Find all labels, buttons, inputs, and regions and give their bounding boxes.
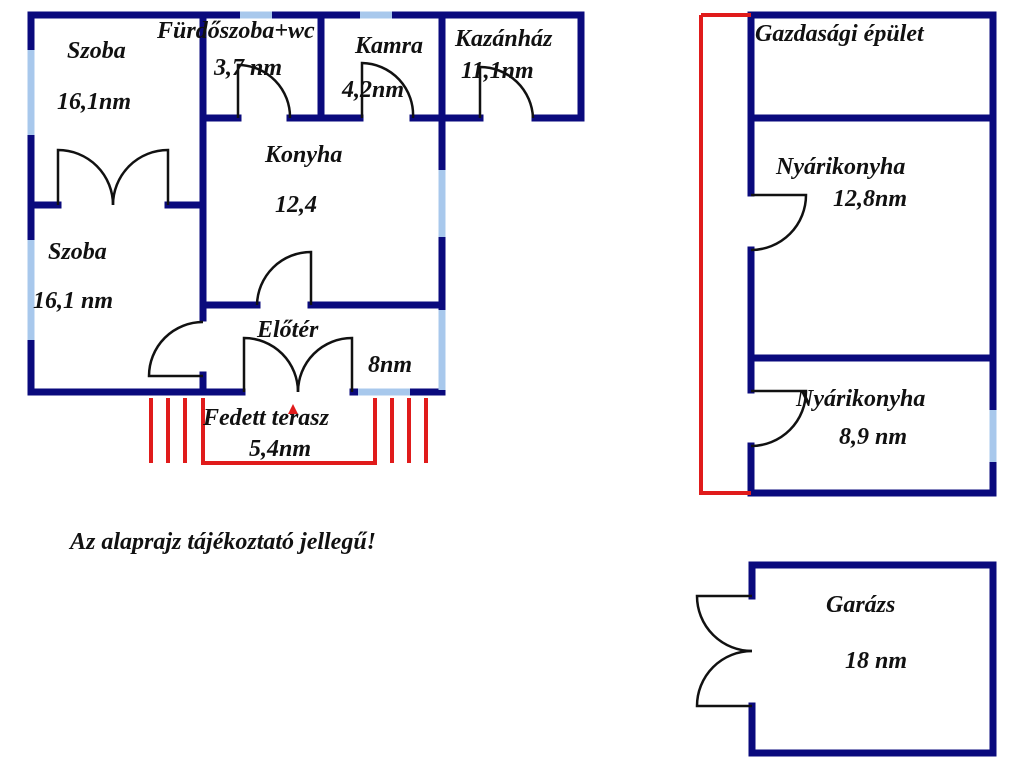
room-area: 12,4 xyxy=(275,192,317,218)
door xyxy=(750,193,808,252)
room-name: Szoba xyxy=(67,38,126,64)
room-name: Kazánház xyxy=(454,26,553,52)
door xyxy=(478,65,535,119)
garage-doors xyxy=(695,594,753,708)
entrance-arrow-icon xyxy=(288,404,298,414)
door xyxy=(695,649,753,708)
room-area: 3,7 nm xyxy=(213,55,282,81)
room-area: 4,2nm xyxy=(341,77,404,103)
terrace-area: 5,4nm xyxy=(249,436,311,462)
room-name: Kamra xyxy=(354,33,423,59)
room-name: Fürdőszoba+wc xyxy=(156,18,315,44)
room-area: 8nm xyxy=(368,352,412,378)
door xyxy=(360,61,415,119)
door xyxy=(695,594,753,653)
outbuilding-terrace xyxy=(699,13,751,495)
room-name: Szoba xyxy=(48,239,107,265)
room-area: 16,1nm xyxy=(57,89,131,115)
garage-area: 18 nm xyxy=(845,648,907,674)
room-name: Előtér xyxy=(256,317,319,343)
house-doors xyxy=(56,61,535,393)
door xyxy=(255,250,313,306)
door xyxy=(242,336,300,393)
room-area: 16,1 nm xyxy=(33,288,113,314)
outbuilding-title: Gazdasági épület xyxy=(755,21,925,47)
room-area: 8,9 nm xyxy=(839,424,907,450)
room-area: 11,1nm xyxy=(461,58,534,84)
door xyxy=(111,148,170,206)
garage-name: Garázs xyxy=(826,592,895,618)
terrace-name: Fedett terasz xyxy=(202,405,330,431)
room-area: 12,8nm xyxy=(833,186,907,212)
door xyxy=(56,148,115,206)
door xyxy=(296,336,354,393)
disclaimer: Az alaprajz tájékoztató jellegű! xyxy=(68,529,376,555)
room-name: Nyárikonyha xyxy=(775,154,905,180)
outbuilding-walls xyxy=(747,11,997,497)
room-name: Nyárikonyha xyxy=(795,386,925,412)
door xyxy=(236,63,292,119)
room-name: Konyha xyxy=(264,142,342,168)
door xyxy=(147,320,204,378)
door xyxy=(750,389,808,448)
outbuilding-doors xyxy=(750,193,808,448)
house-windows xyxy=(27,11,446,396)
terrace xyxy=(149,398,428,465)
garage-walls xyxy=(748,561,997,757)
